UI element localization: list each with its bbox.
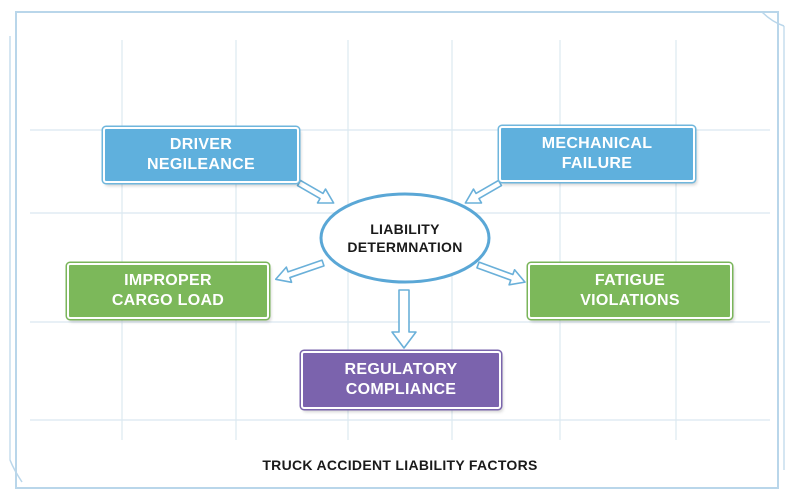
node-driver-negligence-label: DRIVER NEGILEANCE (147, 136, 255, 173)
arrow-center-to-regulatory (391, 289, 417, 349)
node-fatigue-violations-label: FATIGUE VIOLATIONS (580, 272, 680, 309)
node-fatigue-violations: FATIGUE VIOLATIONS (528, 263, 732, 319)
center-node-liability-determination: LIABILITY DETERMNATION (323, 194, 487, 282)
node-driver-negligence: DRIVER NEGILEANCE (103, 127, 299, 183)
arrow-center-to-fatigue (476, 261, 526, 286)
node-mechanical-failure: MECHANICAL FAILURE (499, 126, 695, 182)
arrow-mechanical-to-center (464, 179, 503, 204)
node-improper-cargo-load: IMPROPER CARGO LOAD (67, 263, 269, 319)
node-regulatory-compliance-label: REGULATORY COMPLIANCE (344, 361, 458, 398)
outer-frame (9, 11, 785, 489)
arrows (274, 179, 526, 349)
diagram-caption: TRUCK ACCIDENT LIABILITY FACTORS (262, 457, 538, 473)
node-improper-cargo-load-label: IMPROPER CARGO LOAD (111, 272, 225, 309)
node-regulatory-compliance: REGULATORY COMPLIANCE (301, 351, 501, 409)
arrow-center-to-cargo (274, 259, 325, 284)
center-ellipse (319, 192, 491, 284)
center-node-label: LIABILITY DETERMNATION (347, 221, 463, 255)
node-mechanical-failure-label: MECHANICAL FAILURE (541, 135, 653, 172)
arrow-driver-to-center (296, 179, 335, 204)
